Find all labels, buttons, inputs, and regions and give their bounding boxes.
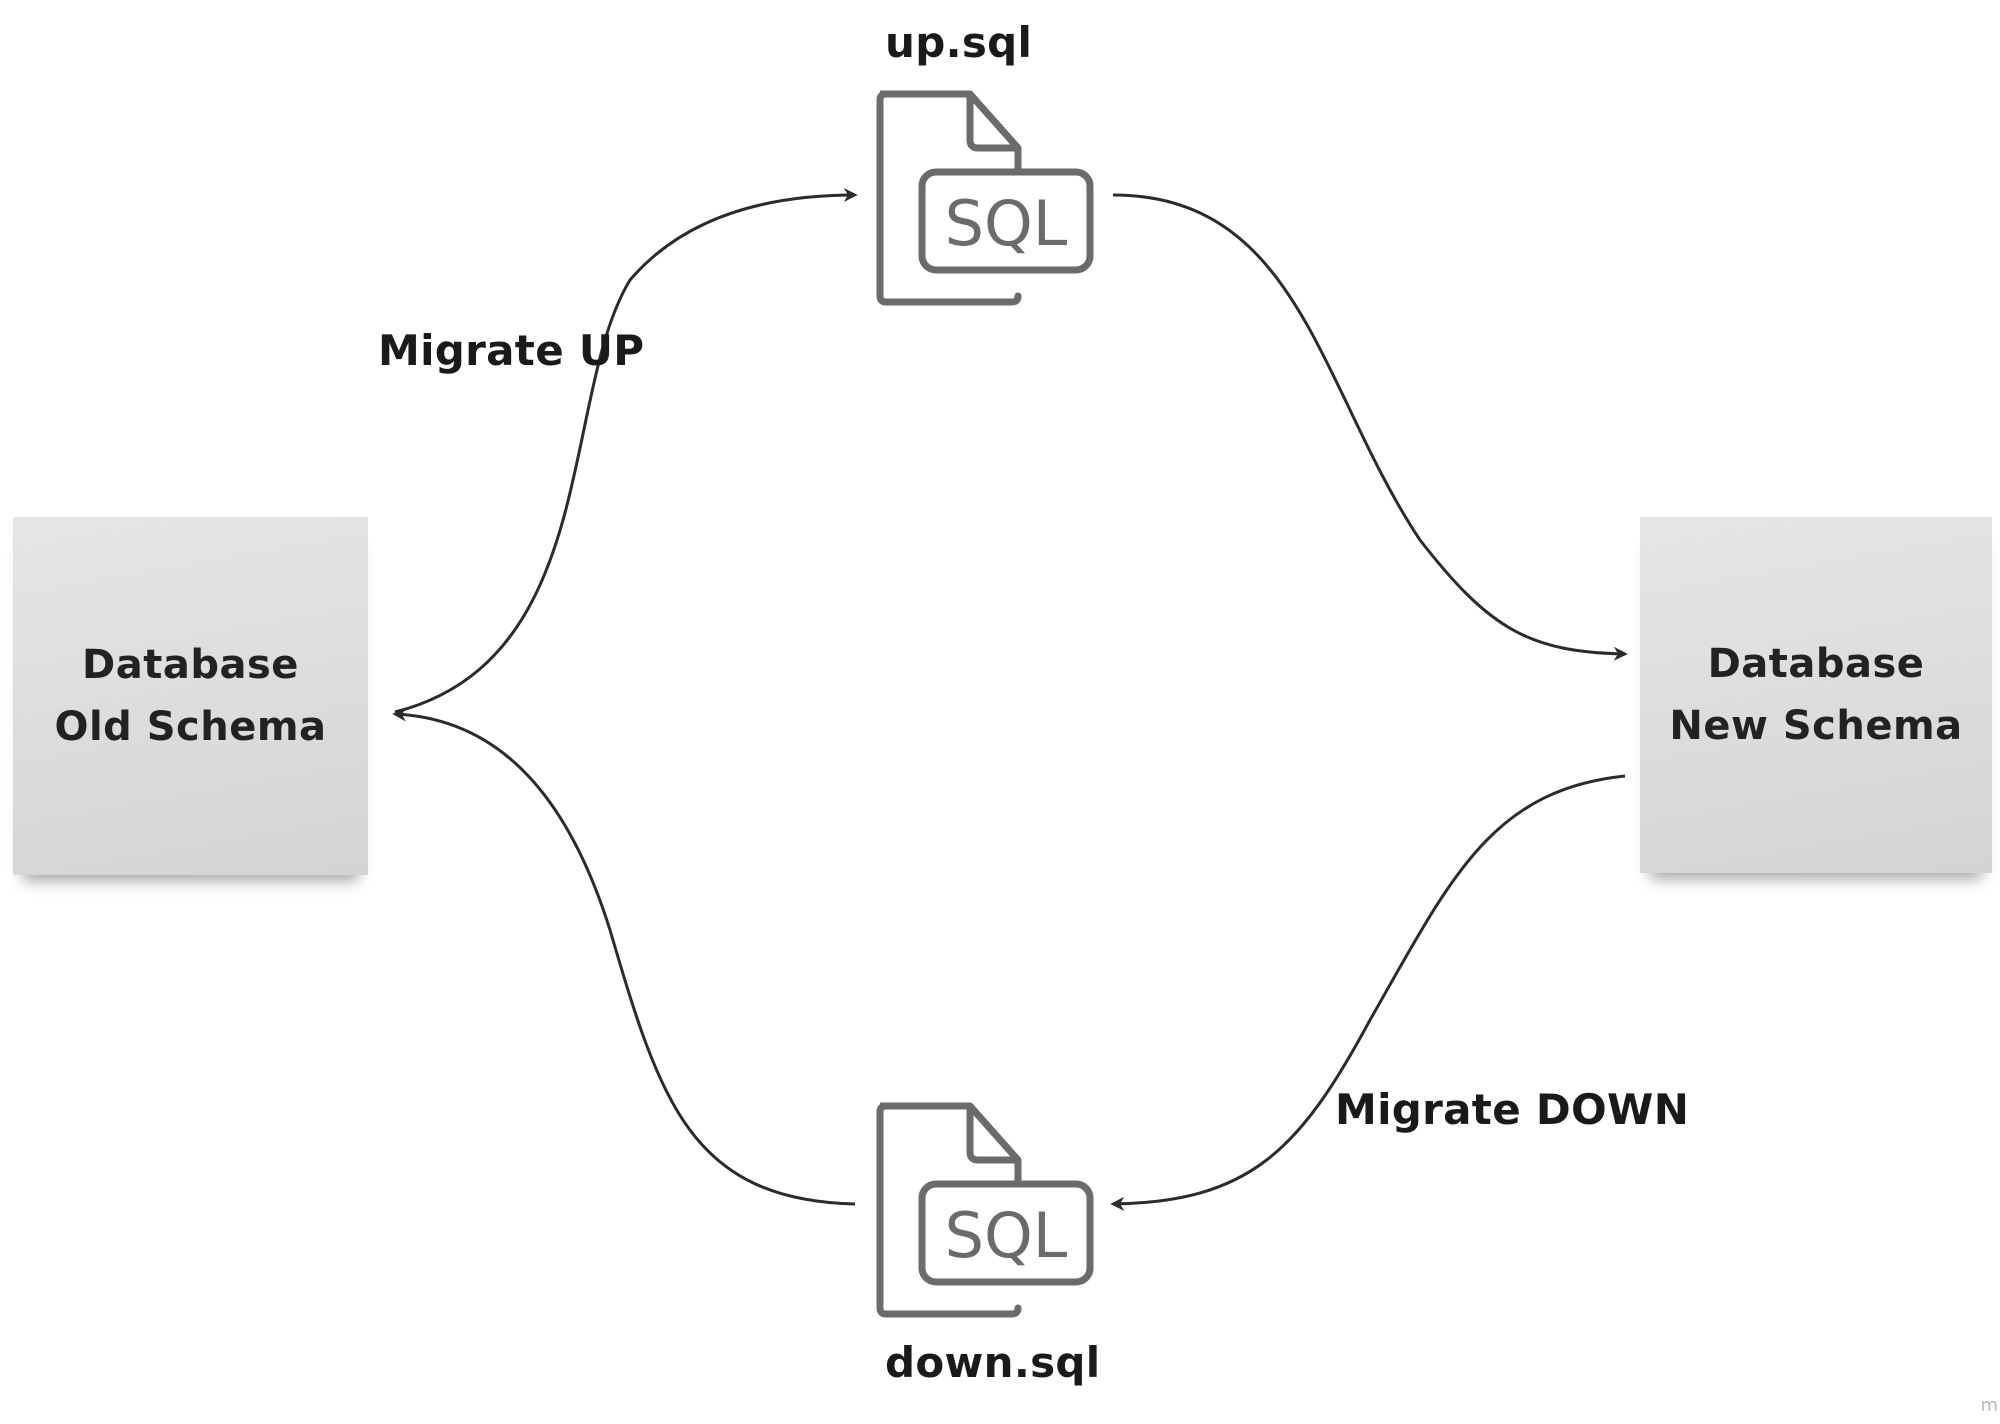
node-new-label: Database New Schema (1669, 633, 1962, 757)
sql-icon-text: SQL (945, 187, 1068, 260)
edge-new-to-down (1110, 774, 1626, 1211)
migrate-up-label: Migrate UP (378, 326, 645, 375)
node-new-line2: New Schema (1669, 703, 1963, 749)
edge-down-to-old (392, 707, 856, 1206)
up-sql-filename: up.sql (885, 18, 1033, 67)
edge-old-to-up (394, 188, 858, 714)
node-old-label: Database Old Schema (54, 634, 326, 758)
edge-up-to-new (1112, 193, 1628, 661)
down-sql-filename: down.sql (885, 1338, 1101, 1387)
node-old-line1: Database (82, 642, 299, 688)
sql-file-icon[interactable]: SQL (870, 88, 1100, 308)
node-database-old-schema[interactable]: Database Old Schema (13, 517, 368, 875)
sql-file-icon[interactable]: SQL (870, 1100, 1100, 1320)
node-new-line1: Database (1707, 641, 1925, 687)
node-database-new-schema[interactable]: Database New Schema (1640, 517, 1992, 873)
migrate-down-label: Migrate DOWN (1335, 1085, 1690, 1134)
watermark: m (1980, 1395, 1998, 1416)
sql-icon-text: SQL (945, 1199, 1068, 1272)
node-old-line2: Old Schema (54, 704, 327, 750)
